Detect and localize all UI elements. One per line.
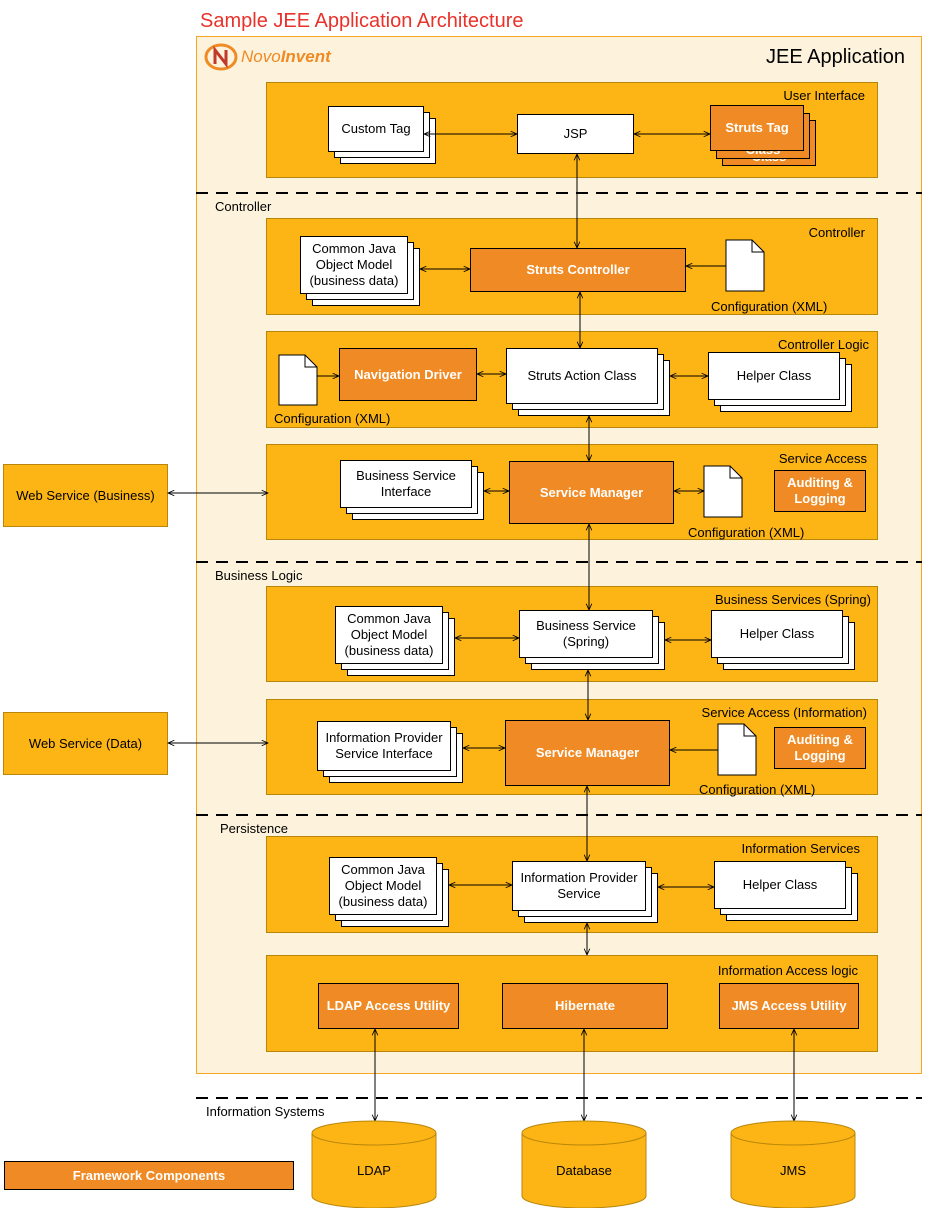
config-1-file-icon xyxy=(725,239,765,292)
layer-label-service-access-info: Service Access (Information) xyxy=(701,705,867,720)
logo-mark-icon xyxy=(204,43,238,71)
database-cylinder-top xyxy=(521,1120,647,1146)
cjom-1-box: Common Java Object Model (business data) xyxy=(300,236,408,294)
layer-label-controller: Controller xyxy=(808,225,865,240)
config-1-label: Configuration (XML) xyxy=(711,299,828,314)
struts-action-class-box: Struts Action Class xyxy=(506,348,658,404)
jms-access-utility-box: JMS Access Utility xyxy=(719,983,859,1029)
web-service-business-box: Web Service (Business) xyxy=(3,464,168,527)
config-4-label: Configuration (XML) xyxy=(699,782,816,797)
ldap-cylinder-top xyxy=(311,1120,437,1146)
struts-controller-box: Struts Controller xyxy=(470,248,686,292)
config-4-file-icon xyxy=(717,723,757,776)
section-label-persistence: Persistence xyxy=(220,821,288,836)
service-manager-2-box: Service Manager xyxy=(505,720,670,786)
section-label-controller: Controller xyxy=(215,199,272,214)
information-provider-service-box: Information Provider Service xyxy=(512,861,646,911)
separator-lines xyxy=(196,192,922,1099)
config-3-file-fold xyxy=(729,466,742,479)
web-service-data-box: Web Service (Data) xyxy=(3,712,168,775)
config-4-file-fold xyxy=(743,724,756,737)
navigation-driver-box: Navigation Driver xyxy=(339,348,477,401)
helper-class-3-box: Helper Class xyxy=(714,861,846,909)
auditing-logging-2-box: Auditing & Logging xyxy=(774,727,866,769)
logo-text-invent: Invent xyxy=(280,47,331,66)
ldap-access-utility-box: LDAP Access Utility xyxy=(318,983,459,1029)
novoinvent-logo: NovoInvent xyxy=(204,42,331,72)
database-store-label: Database xyxy=(556,1163,612,1178)
bsi-box: Business Service Interface xyxy=(340,460,472,508)
layer-label-controller-logic: Controller Logic xyxy=(777,337,869,352)
struts-tag-box: Struts Tag xyxy=(710,105,804,151)
database-cylinder-icon xyxy=(521,1133,647,1208)
layer-label-user-interface: User Interface xyxy=(783,88,865,103)
config-3-file-icon xyxy=(703,465,743,518)
business-service-box: Business Service (Spring) xyxy=(519,610,653,658)
layer-label-service-access: Service Access xyxy=(778,451,867,466)
cjom-3-box: Common Java Object Model (business data) xyxy=(329,857,437,915)
custom-tag-box: Custom Tag xyxy=(328,106,424,152)
layer-label-business-services: Business Services (Spring) xyxy=(714,592,871,607)
section-label-business-logic: Business Logic xyxy=(215,568,303,583)
jsp-box: JSP xyxy=(517,114,634,154)
section-label-information-systems: Information Systems xyxy=(206,1104,325,1119)
ldap-cylinder-icon xyxy=(311,1133,437,1208)
jms-cylinder-top xyxy=(730,1120,856,1146)
layer-label-information-services: Information Services xyxy=(741,841,861,856)
config-2-label: Configuration (XML) xyxy=(274,411,391,426)
helper-class-1-box: Helper Class xyxy=(708,352,840,400)
app-title: JEE Application xyxy=(766,46,905,68)
jms-store-label: JMS xyxy=(780,1163,806,1178)
diagram-title: Sample JEE Application Architecture xyxy=(200,10,524,32)
config-1-file-fold xyxy=(751,240,764,253)
cjom-2-box: Common Java Object Model (business data) xyxy=(335,606,443,664)
service-manager-1-box: Service Manager xyxy=(509,461,674,524)
layer-label-information-access: Information Access logic xyxy=(717,963,858,978)
connectors xyxy=(168,134,794,1121)
jms-cylinder-icon xyxy=(730,1133,856,1208)
logo-text-novo: Novo xyxy=(241,47,281,66)
auditing-logging-1-box: Auditing & Logging xyxy=(774,470,866,512)
legend-framework-components: Framework Components xyxy=(4,1161,294,1190)
config-2-file-icon xyxy=(278,354,318,406)
helper-class-2-box: Helper Class xyxy=(711,610,843,658)
data-store-cylinders xyxy=(311,1120,856,1208)
config-3-label: Configuration (XML) xyxy=(688,525,805,540)
ldap-store-label: LDAP xyxy=(357,1163,391,1178)
ipsi-box: Information Provider Service Interface xyxy=(317,721,451,771)
config-2-file-fold xyxy=(304,355,317,368)
